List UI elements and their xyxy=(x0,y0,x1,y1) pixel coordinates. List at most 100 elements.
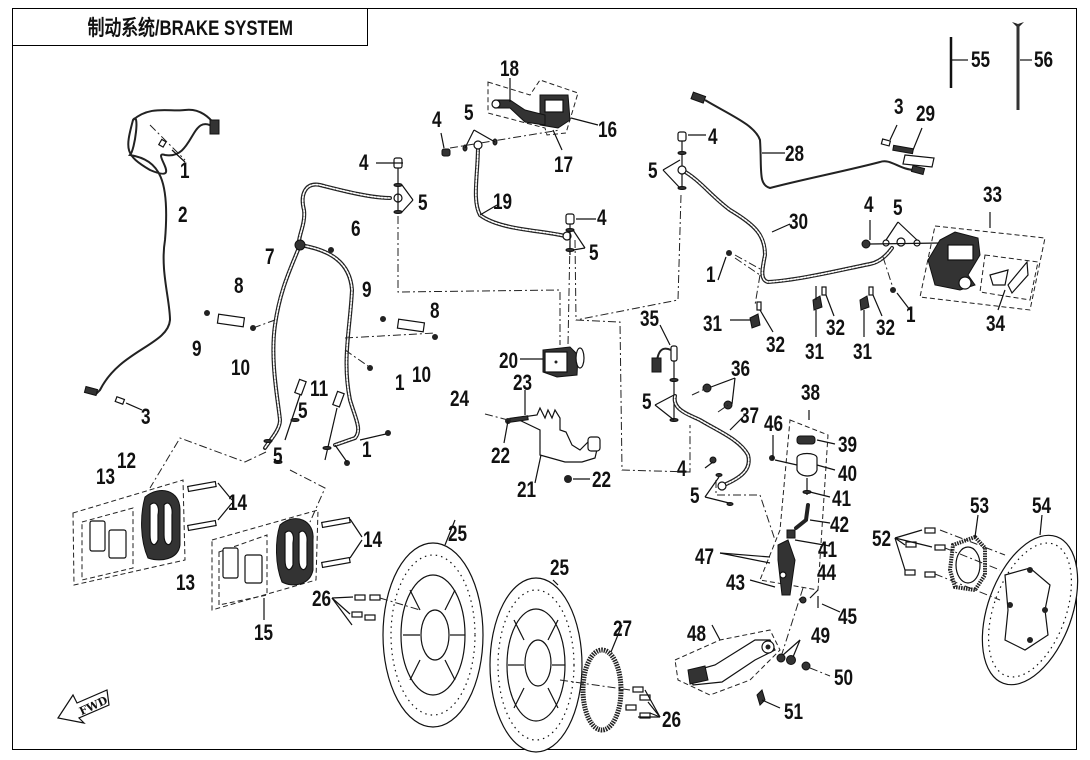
callout-32: 32 xyxy=(826,316,845,341)
callout-10: 10 xyxy=(231,356,250,381)
callout-1: 1 xyxy=(906,303,916,328)
callout-4: 4 xyxy=(432,108,442,133)
callout-14: 14 xyxy=(228,491,247,516)
callout-26: 26 xyxy=(312,587,331,612)
callout-15: 15 xyxy=(254,621,273,646)
part-1-bolt xyxy=(149,124,186,163)
callout-6: 6 xyxy=(351,217,361,242)
callout-7: 7 xyxy=(265,245,275,270)
fwd-arrow-icon: FWD xyxy=(57,689,110,724)
callout-4: 4 xyxy=(864,193,874,218)
callout-41: 41 xyxy=(832,487,851,512)
callout-34: 34 xyxy=(986,312,1005,337)
part-52-rear-disc-bolts xyxy=(894,527,1006,601)
callout-29: 29 xyxy=(916,102,935,127)
part-2-front-abs-sensor-wire xyxy=(83,108,220,397)
callout-2: 2 xyxy=(178,203,188,228)
callout-25: 25 xyxy=(448,522,467,547)
callout-56: 56 xyxy=(1034,48,1053,73)
part-25-front-brake-disc-left xyxy=(331,519,484,728)
part-19-front-brake-hose-upper xyxy=(440,129,572,241)
callout-31: 31 xyxy=(703,312,722,337)
callout-17: 17 xyxy=(554,153,573,178)
callout-53: 53 xyxy=(970,494,989,519)
callout-4: 4 xyxy=(359,151,369,176)
callout-38: 38 xyxy=(801,381,820,406)
part-16-front-master-cylinder xyxy=(487,78,599,151)
callout-28: 28 xyxy=(785,142,804,167)
callout-14: 14 xyxy=(363,528,382,553)
callout-55: 55 xyxy=(971,48,990,73)
callout-49: 49 xyxy=(811,624,830,649)
callout-33: 33 xyxy=(983,183,1002,208)
callout-4: 4 xyxy=(597,206,607,231)
callout-46: 46 xyxy=(764,412,783,437)
callout-39: 39 xyxy=(838,433,857,458)
callout-10: 10 xyxy=(412,363,431,388)
part-53-rear-abs-ring xyxy=(947,514,987,593)
callout-50: 50 xyxy=(834,666,853,691)
callout-36: 36 xyxy=(731,357,750,382)
part-20-abs-unit xyxy=(520,346,585,378)
callout-16: 16 xyxy=(598,118,617,143)
part-26-disc-bolts-left xyxy=(331,594,421,626)
callout-9: 9 xyxy=(192,337,202,362)
callout-19: 19 xyxy=(493,190,512,215)
part-54-rear-brake-disc xyxy=(981,514,1079,686)
part-12-front-left-caliper-assembly xyxy=(72,479,233,586)
callout-22: 22 xyxy=(592,468,611,493)
callout-5: 5 xyxy=(642,390,652,415)
callout-labels: 1 2 3 4 5 6 7 8 9 10 8 9 10 1 11 5 5 1 1… xyxy=(96,48,1053,733)
page-title: 制动系统/BRAKE SYSTEM xyxy=(87,17,293,40)
callout-22: 22 xyxy=(491,444,510,469)
part-25-front-brake-disc-right xyxy=(489,577,583,753)
callout-32: 32 xyxy=(766,333,785,358)
callout-8: 8 xyxy=(430,299,440,324)
callout-1: 1 xyxy=(362,438,372,463)
part-31-32-hose-clips xyxy=(730,286,883,337)
callout-11: 11 xyxy=(310,377,328,402)
callout-31: 31 xyxy=(853,340,872,365)
callout-3: 3 xyxy=(894,95,904,120)
callout-35: 35 xyxy=(640,307,659,332)
callout-41: 41 xyxy=(818,538,837,563)
callout-4: 4 xyxy=(708,125,718,150)
callout-21: 21 xyxy=(517,478,536,503)
callout-51: 51 xyxy=(784,700,803,725)
callout-47: 47 xyxy=(695,545,714,570)
callout-30: 30 xyxy=(789,210,808,235)
part-11-bleed-screws xyxy=(263,378,345,464)
callout-26: 26 xyxy=(662,708,681,733)
part-48-brake-pedal xyxy=(674,624,781,696)
part-49-50-51-pedal-hardware xyxy=(756,639,831,709)
callout-5: 5 xyxy=(298,399,308,424)
callout-3: 3 xyxy=(141,405,151,430)
part-28-rear-abs-sensor-wire xyxy=(690,91,926,190)
callout-8: 8 xyxy=(234,274,244,299)
part-4-5-rear-caliper-fittings xyxy=(861,220,941,311)
callout-13: 13 xyxy=(96,465,115,490)
callout-27: 27 xyxy=(613,617,632,642)
callout-5: 5 xyxy=(648,159,658,184)
callout-24: 24 xyxy=(450,387,469,412)
callout-1: 1 xyxy=(706,263,716,288)
part-55-pin xyxy=(949,37,968,88)
part-38-rear-master-cylinder-assembly xyxy=(719,410,841,613)
part-21-abs-bracket xyxy=(484,390,601,484)
callout-18: 18 xyxy=(500,57,519,82)
callout-54: 54 xyxy=(1032,494,1051,519)
part-29-and-3-sensor-bracket xyxy=(880,124,935,168)
part-26-disc-bolts-right xyxy=(559,679,661,719)
title-box: 制动系统/BRAKE SYSTEM xyxy=(12,8,368,46)
connection-lines xyxy=(149,194,804,661)
callout-44: 44 xyxy=(817,561,836,586)
callout-12: 12 xyxy=(117,449,136,474)
callout-31: 31 xyxy=(805,340,824,365)
callout-37: 37 xyxy=(740,404,759,429)
part-4-banjo-bolt xyxy=(393,157,403,214)
callout-45: 45 xyxy=(838,605,857,630)
callout-5: 5 xyxy=(418,191,428,216)
callout-1: 1 xyxy=(395,371,405,396)
part-56-rod xyxy=(1012,22,1032,110)
